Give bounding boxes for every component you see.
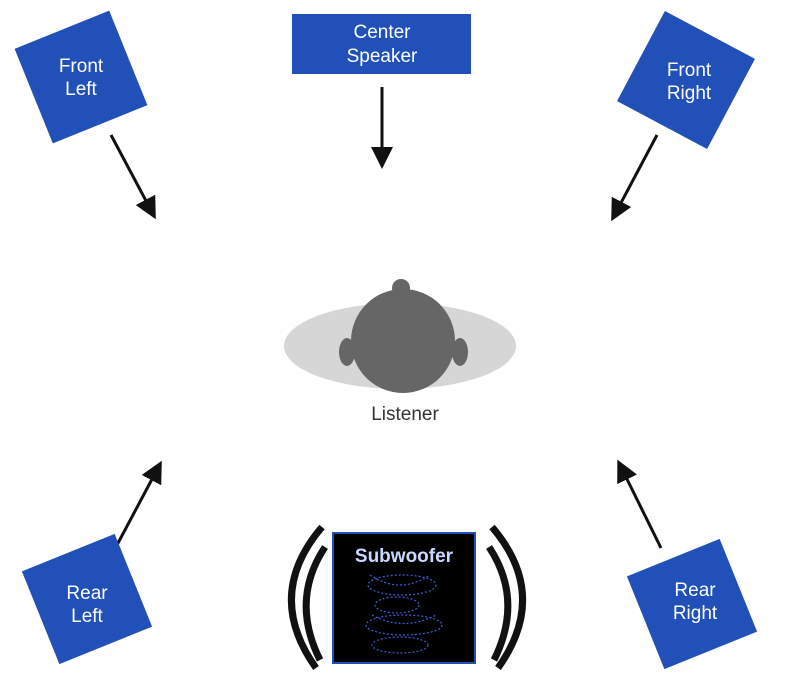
center-line1: Center xyxy=(353,22,411,43)
rear-left-speaker: Rear Left xyxy=(21,533,153,665)
center-line2: Speaker xyxy=(347,46,418,67)
subwoofer-pattern xyxy=(365,574,443,654)
rear-right-arrow xyxy=(617,459,663,549)
subwoofer-wave-right-inner xyxy=(486,545,512,662)
rear-left-arrow xyxy=(115,460,162,546)
listener-left-ear xyxy=(339,338,355,366)
front-right-line2: Right xyxy=(667,83,712,104)
subwoofer-wave-left-outer xyxy=(287,524,325,671)
front-left-arrow xyxy=(109,134,156,220)
front-right-line1: Front xyxy=(667,60,712,81)
front-right-speaker: Front Right xyxy=(617,11,755,149)
front-left-line2: Left xyxy=(65,79,97,100)
rear-right-speaker: Rear Right xyxy=(626,538,758,670)
listener-label: Listener xyxy=(371,404,439,425)
front-right-arrow xyxy=(611,134,659,222)
rear-left-line2: Left xyxy=(71,606,103,627)
listener: Listener xyxy=(284,279,516,425)
center-speaker: Center Speaker xyxy=(292,14,471,74)
front-left-speaker: Front Left xyxy=(14,10,148,144)
rear-right-line1: Rear xyxy=(674,580,716,601)
rear-left-line1: Rear xyxy=(66,583,108,604)
listener-right-ear xyxy=(452,338,468,366)
front-left-line1: Front xyxy=(59,56,104,77)
rear-right-line2: Right xyxy=(673,603,718,624)
subwoofer-wave-right-outer xyxy=(489,524,527,671)
listener-head xyxy=(351,289,455,393)
subwoofer-label: Subwoofer xyxy=(355,546,454,567)
subwoofer-wave-left-inner xyxy=(302,545,328,662)
subwoofer: Subwoofer xyxy=(287,524,527,671)
